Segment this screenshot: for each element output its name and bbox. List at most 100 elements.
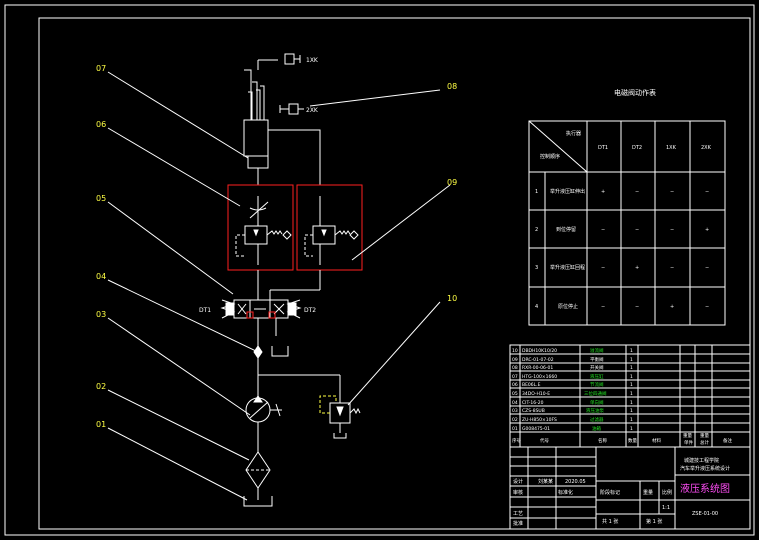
action-table-header-bottom: 控制顺序 [540,153,560,160]
oil-tank-symbol [243,496,273,507]
parts-name: 过滤器 [590,416,604,423]
title-scale: 1:1 [662,505,670,511]
parts-code: HTG-100×1660 [522,374,557,380]
parts-qty: 1 [630,365,633,371]
title-weight-label: 重量 [643,489,653,496]
action-col-dt1: DT1 [598,145,608,151]
parts-header-material: 材料 [652,437,661,444]
callout-06: 06 [96,120,106,129]
parts-code: CIT-16-20 [522,400,544,406]
inner-frame [38,17,751,530]
parts-name: 开关阀 [590,364,604,371]
action-cell: − [670,189,674,195]
action-cell: − [705,189,709,195]
callout-02: 02 [96,382,106,391]
parts-qty: 1 [630,357,633,363]
action-cell: − [705,304,709,310]
action-cell: − [601,265,605,271]
parts-list: 10 DBDH10K10/20 溢流阀 1 09 DRC-01-07-02 平衡… [509,344,751,448]
parts-name: 单向阀 [590,399,604,406]
parts-no: 02 [512,417,518,423]
title-standard-label: 标准化 [558,489,573,496]
action-col-1xk: 1XK [666,145,677,151]
title-drawing-title: 液压系统图 [680,482,730,495]
parts-qty: 1 [630,408,633,414]
parts-no: 09 [512,357,518,363]
parts-header-total: 总计 [700,439,709,446]
balance-valve-frame [296,184,363,271]
action-row-no: 4 [535,304,538,310]
parts-header-name: 名称 [598,437,607,444]
parts-header-code: 代号 [540,437,549,444]
action-cell: − [705,265,709,271]
action-row-name: 举升液压缸伸出 [550,188,585,195]
title-designer-label: 设计 [513,478,523,485]
title-process-label: 工艺 [513,511,523,517]
title-sheet-total: 共 1 张 [602,518,618,525]
outer-frame [4,4,755,536]
action-cell: − [670,227,674,233]
action-table-header-top: 执行器 [566,130,581,137]
action-cell: − [635,227,639,233]
action-cell: − [601,227,605,233]
parts-name: 节流阀 [590,381,604,388]
parts-code: RXR-00-06-01 [522,365,553,371]
limit-switch-2xk [288,103,299,115]
title-block: 城建技工程学院 汽车举升液压系统设计 液压系统图 ZSE-01-00 设计 刘某… [509,446,751,530]
parts-code: CZS-8SUB [522,408,545,414]
parts-header-mass-label2: 重量 [700,432,709,439]
title-checker-label: 审核 [513,489,523,496]
parts-no: 10 [512,348,518,354]
label-dt2: DT2 [304,307,316,314]
parts-code: ZU-H850×10FS [522,417,557,423]
callout-09: 09 [447,178,457,187]
action-cell: + [670,304,674,310]
action-cell: + [601,189,605,195]
title-designer: 刘某某 [538,478,553,485]
parts-qty: 1 [630,374,633,380]
parts-header-mass-label: 重量 [683,432,692,439]
title-school: 城建技工程学院 [684,457,719,464]
parts-header-remark: 备注 [723,437,732,444]
callout-10: 10 [447,294,457,303]
parts-name: 液压油泵 [586,407,604,414]
label-2xk: 2XK [306,107,319,114]
action-row-no: 2 [535,227,538,233]
callout-04: 04 [96,272,106,281]
title-date: 2020.05 [565,479,586,485]
action-row-name: 举升液压缸回程 [550,264,585,271]
parts-no: 07 [512,374,518,380]
label-1xk: 1XK [306,57,319,64]
parts-header-qty: 数量 [628,437,637,444]
throttle-valve-frame [227,184,294,271]
callout-01: 01 [96,420,106,429]
action-row-name: 到位停留 [556,226,576,233]
action-cell: + [635,265,639,271]
action-table: 电磁阀动作表 执行器 控制顺序 DT1 DT2 1XK 2XK 1 举升液压缸伸… [528,88,726,326]
action-cell: − [601,304,605,310]
parts-no: 06 [512,382,518,388]
parts-no: 01 [512,426,518,432]
parts-qty: 1 [630,400,633,406]
callout-08: 08 [447,82,457,91]
action-row-no: 1 [535,189,538,195]
parts-no: 08 [512,365,518,371]
parts-code: 34DO-H10-E [522,391,550,397]
callout-03: 03 [96,310,106,319]
parts-name: 油箱 [592,425,601,432]
parts-name: 平衡阀 [590,356,604,363]
title-project: 汽车举升液压系统设计 [680,465,730,472]
action-col-2xk: 2XK [701,145,712,151]
action-cell: − [635,189,639,195]
title-approve-label: 批准 [513,520,523,527]
directional-valve-symbol [220,299,302,319]
action-cell: − [635,304,639,310]
title-drawing-no: ZSE-01-00 [692,511,718,517]
limit-switch-1xk [284,53,295,65]
parts-code: BE06L.E [522,382,541,388]
parts-qty: 1 [630,391,633,397]
hydraulic-cylinder-symbol [243,59,278,169]
action-cell: − [670,265,674,271]
parts-code: G008475-01 [522,426,550,432]
